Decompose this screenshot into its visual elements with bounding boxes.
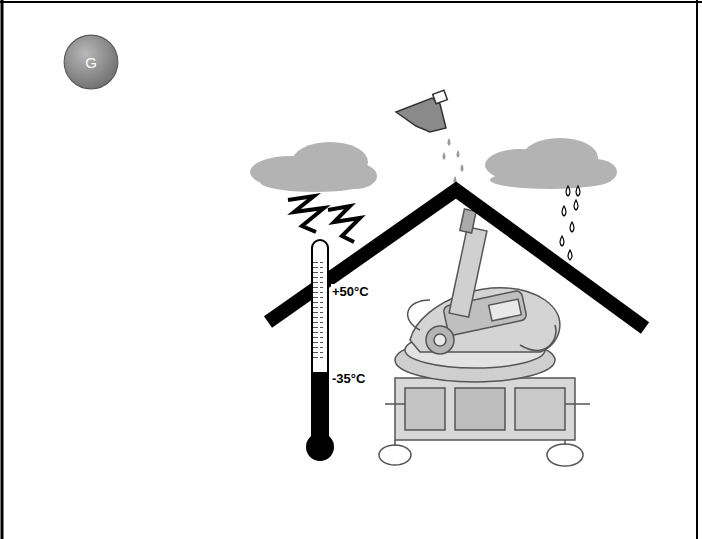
machine	[379, 209, 590, 466]
cloud	[250, 138, 617, 192]
thermometer	[306, 240, 334, 461]
temperature-label: -35°C	[331, 371, 366, 386]
liquid-drops	[443, 138, 464, 184]
temperature-label: +50°C	[331, 284, 370, 299]
rain-drops	[560, 186, 580, 260]
flask	[396, 90, 447, 132]
lightning	[288, 196, 360, 242]
circle-badge: G	[63, 34, 119, 90]
badge-letter: G	[85, 54, 97, 71]
